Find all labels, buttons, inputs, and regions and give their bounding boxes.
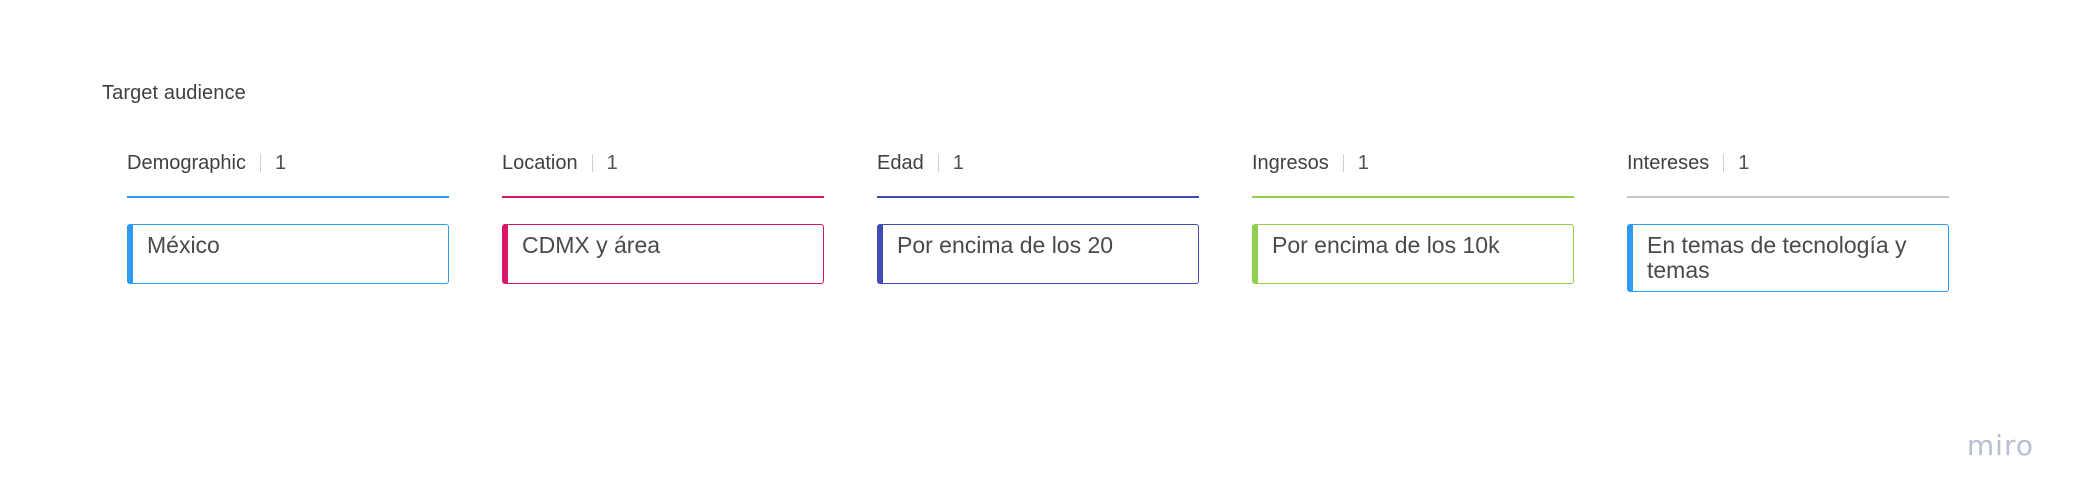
column-header[interactable]: Intereses 1 <box>1627 150 1949 176</box>
card-count: 1 <box>1738 151 1750 174</box>
column-header[interactable]: Location 1 <box>502 150 824 176</box>
card-text: Por encima de los 20 <box>897 232 1114 258</box>
header-divider <box>591 154 593 172</box>
miro-logo: miro <box>1966 429 2034 462</box>
board-title: Target audience <box>102 82 246 104</box>
card-count: 1 <box>274 151 287 174</box>
column-accent-line <box>1252 196 1574 198</box>
column-location: Location 1 CDMX y área <box>502 150 824 284</box>
header-divider <box>259 154 261 172</box>
column-title: Ingresos <box>1252 151 1329 174</box>
column-intereses: Intereses 1 En temas de tecnología y tem… <box>1627 150 1949 292</box>
column-ingresos: Ingresos 1 Por encima de los 10k <box>1252 150 1574 284</box>
card-count: 1 <box>606 151 618 174</box>
column-demographic: Demographic 1 México <box>127 150 449 284</box>
column-accent-line <box>502 196 824 198</box>
card[interactable]: México <box>127 224 449 284</box>
card-text: Por encima de los 10k <box>1272 232 1500 258</box>
column-accent-line <box>877 196 1199 198</box>
column-accent-line <box>1627 196 1949 198</box>
column-title: Demographic <box>127 151 246 174</box>
column-title: Location <box>502 151 578 174</box>
header-divider <box>1342 154 1344 172</box>
card[interactable]: CDMX y área <box>502 224 824 284</box>
card-text: En temas de tecnología y temas <box>1647 232 1907 283</box>
card[interactable]: En temas de tecnología y temas <box>1627 224 1949 292</box>
card[interactable]: Por encima de los 20 <box>877 224 1199 284</box>
column-accent-line <box>127 196 449 198</box>
card[interactable]: Por encima de los 10k <box>1252 224 1574 284</box>
column-header[interactable]: Edad 1 <box>877 150 1199 176</box>
card-text: México <box>147 232 220 258</box>
column-title: Intereses <box>1627 151 1710 174</box>
card-text: CDMX y área <box>522 232 661 258</box>
card-count: 1 <box>952 151 964 174</box>
column-edad: Edad 1 Por encima de los 20 <box>877 150 1199 284</box>
column-title: Edad <box>877 151 924 174</box>
header-divider <box>937 154 939 172</box>
header-divider <box>1723 154 1725 172</box>
column-header[interactable]: Ingresos 1 <box>1252 150 1574 176</box>
card-count: 1 <box>1357 151 1369 174</box>
column-header[interactable]: Demographic 1 <box>127 150 449 176</box>
